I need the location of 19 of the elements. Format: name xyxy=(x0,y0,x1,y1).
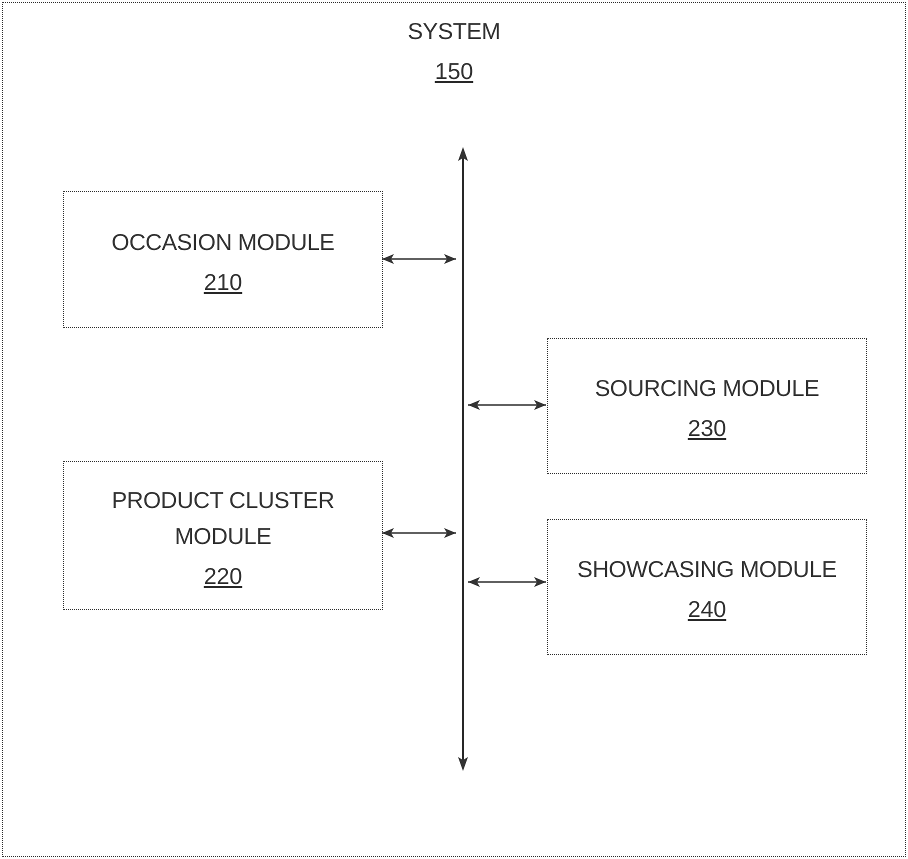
module-label: OCCASION MODULE xyxy=(112,228,334,256)
reference-number: 240 xyxy=(688,595,726,623)
reference-number: 150 xyxy=(434,57,474,85)
module-box xyxy=(63,191,383,328)
double-arrow xyxy=(382,254,456,264)
reference-number: 210 xyxy=(204,268,242,296)
module-box xyxy=(63,461,383,610)
double-arrow xyxy=(468,577,546,587)
module-label: SHOWCASING MODULE xyxy=(577,555,837,584)
module-box xyxy=(547,519,867,655)
bus-line xyxy=(457,147,469,771)
reference-number: 220 xyxy=(204,562,242,590)
double-arrow xyxy=(468,400,546,410)
system-heading: SYSTEM xyxy=(408,17,500,46)
module-label: SOURCING MODULE xyxy=(594,374,820,403)
double-arrow xyxy=(382,528,456,538)
reference-number: 230 xyxy=(688,414,726,442)
module-label: PRODUCT CLUSTER MODULE xyxy=(110,486,336,550)
module-box xyxy=(547,338,867,474)
